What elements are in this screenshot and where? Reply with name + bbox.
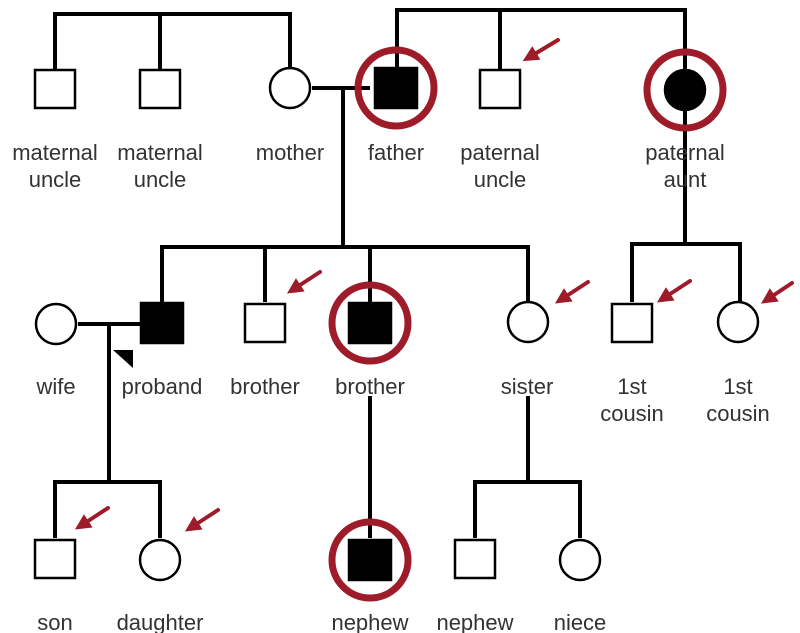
male-unaffected-symbol — [138, 68, 182, 110]
male-unaffected-symbol — [33, 538, 77, 580]
male-affected-symbol — [373, 66, 419, 110]
male-unaffected-symbol — [453, 538, 497, 580]
female-unaffected-symbol — [716, 300, 760, 344]
father: father — [354, 46, 438, 165]
first-cousin-2: 1st cousin — [706, 281, 794, 426]
daughter: daughter — [117, 508, 220, 633]
male-affected-symbol — [139, 301, 185, 345]
label-line-2: cousin — [706, 401, 770, 426]
label-line-1: brother — [230, 374, 300, 399]
arrow-pointer-icon — [286, 270, 322, 294]
label-line-1: brother — [335, 374, 405, 399]
label-line-1: son — [37, 610, 72, 633]
male-unaffected-symbol — [478, 68, 522, 110]
label-line-1: father — [368, 140, 424, 165]
paternal-uncle: paternal uncle — [460, 38, 560, 192]
sister: sister — [501, 280, 590, 399]
label-line-1: 1st — [617, 374, 646, 399]
highlight-ring-icon — [354, 46, 438, 130]
label-line-1: niece — [554, 610, 607, 633]
female-unaffected-symbol — [138, 538, 182, 582]
proband: proband — [113, 301, 203, 399]
label-line-1: maternal — [12, 140, 98, 165]
female-affected-symbol — [663, 68, 707, 112]
label-line-1: paternal — [460, 140, 540, 165]
arrow-pointer-icon — [761, 281, 794, 304]
label-line-2: uncle — [134, 167, 187, 192]
female-unaffected-symbol — [268, 66, 312, 110]
label-line-2: cousin — [600, 401, 664, 426]
arrow-pointer-icon — [74, 506, 110, 530]
label-line-2: uncle — [29, 167, 82, 192]
male-affected-symbol — [347, 301, 393, 345]
arrow-pointer-icon — [184, 508, 220, 532]
wife: wife — [34, 302, 78, 399]
nephew-2: nephew — [436, 538, 514, 633]
female-unaffected-symbol — [558, 538, 602, 582]
label-line-1: daughter — [117, 610, 204, 633]
nephew-1: nephew — [328, 518, 412, 633]
niece: niece — [554, 538, 607, 633]
label-line-1: nephew — [436, 610, 513, 633]
male-unaffected-symbol — [33, 68, 77, 110]
male-unaffected-symbol — [243, 302, 287, 344]
arrow-pointer-icon — [522, 38, 560, 62]
female-unaffected-symbol — [506, 300, 550, 344]
label-line-2: aunt — [664, 167, 707, 192]
first-cousin-1: 1st cousin — [600, 279, 692, 426]
son: son — [33, 506, 110, 633]
arrow-pointer-icon — [656, 279, 692, 303]
label-line-1: nephew — [331, 610, 408, 633]
brother-2: brother — [328, 281, 412, 399]
label-line-1: 1st — [723, 374, 752, 399]
arrow-pointer-icon — [554, 280, 590, 304]
maternal-uncle-1: maternal uncle — [12, 68, 98, 192]
label-line-1: paternal — [645, 140, 725, 165]
highlight-ring-icon — [328, 518, 412, 602]
paternal-aunt: paternal aunt — [643, 48, 727, 192]
label-line-1: maternal — [117, 140, 203, 165]
relationship-lines — [53, 8, 742, 538]
male-affected-symbol — [347, 538, 393, 582]
label-line-2: uncle — [474, 167, 527, 192]
female-unaffected-symbol — [34, 302, 78, 346]
highlight-ring-icon — [643, 48, 727, 132]
label-line-1: sister — [501, 374, 554, 399]
maternal-uncle-2: maternal uncle — [117, 68, 203, 192]
male-unaffected-symbol — [610, 302, 654, 344]
brother-1: brother — [230, 270, 322, 399]
proband-marker-icon — [113, 350, 133, 368]
mother: mother — [256, 66, 324, 165]
label-line-1: wife — [35, 374, 75, 399]
label-line-1: proband — [122, 374, 203, 399]
highlight-ring-icon — [328, 281, 412, 365]
label-line-1: mother — [256, 140, 324, 165]
